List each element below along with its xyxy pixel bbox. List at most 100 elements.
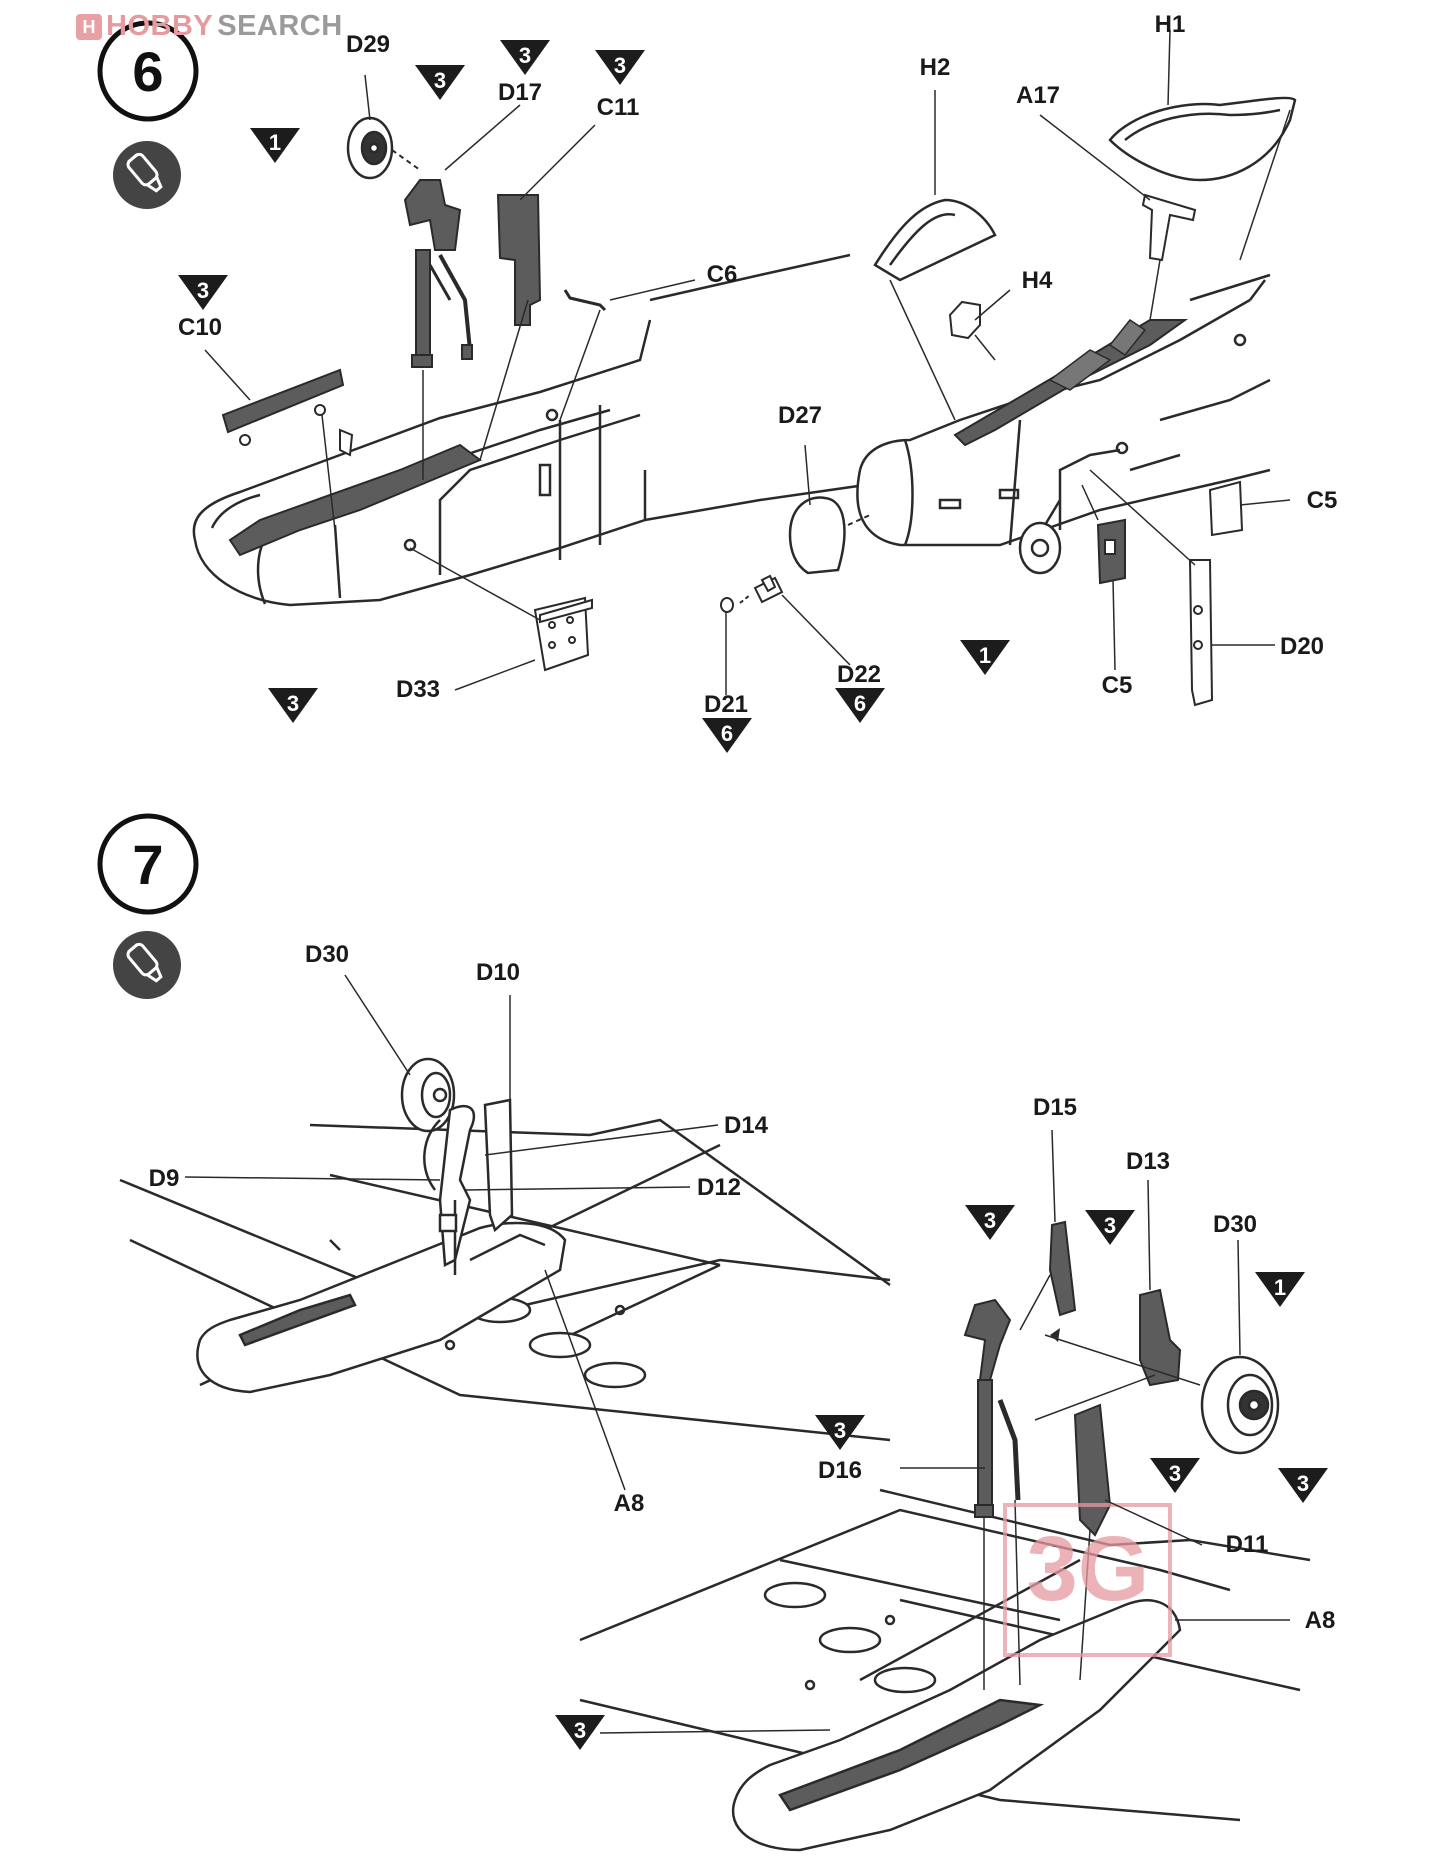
label-a17: A17: [1016, 82, 1060, 109]
leader-lines: [184, 29, 1291, 1734]
d16-main-gear-right: [963, 1298, 1021, 1518]
color-callout: 3: [268, 688, 318, 723]
label-d29: D29: [346, 31, 390, 58]
watermark-brand-right: SEARCH: [217, 10, 343, 42]
svg-text:3: 3: [574, 1718, 586, 1743]
label-d22: D22: [837, 661, 881, 688]
d29-wheel: [346, 116, 394, 180]
nacelle-right: [731, 1599, 1182, 1852]
label-d10: D10: [476, 959, 520, 986]
svg-text:3: 3: [1169, 1461, 1181, 1486]
color-callout: 1: [250, 128, 300, 163]
label-d16: D16: [818, 1457, 862, 1484]
label-d30-left: D30: [305, 941, 349, 968]
label-d9: D9: [149, 1165, 180, 1192]
h4-part: [948, 300, 981, 340]
svg-text:6: 6: [721, 721, 733, 746]
label-c11: C11: [597, 94, 640, 121]
color-callout: 3: [595, 50, 645, 85]
label-h2: H2: [920, 54, 951, 81]
d17-nose-gear-strut: [403, 179, 473, 368]
d11-gear-door-right: [1073, 1403, 1112, 1537]
label-d12: D12: [697, 1174, 741, 1201]
svg-text:3: 3: [1297, 1471, 1309, 1496]
label-d21: D21: [704, 691, 748, 718]
svg-text:3: 3: [834, 1418, 846, 1443]
label-d30-right: D30: [1213, 1211, 1257, 1238]
label-d15: D15: [1033, 1094, 1077, 1121]
step-7: 7: [97, 813, 1311, 1852]
svg-text:3: 3: [197, 278, 209, 303]
h2-windscreen: [873, 198, 997, 282]
color-callout: 3: [500, 40, 550, 75]
color-callout: 3: [1085, 1210, 1135, 1245]
svg-text:3: 3: [519, 43, 531, 68]
svg-text:1: 1: [269, 130, 281, 155]
c5-panel-upper: [1208, 480, 1244, 537]
step-6-number: 6: [132, 40, 163, 103]
label-d27: D27: [778, 402, 822, 429]
part-labels: D29 D17 C11 C6 C10 D33 H1 H2 A17 H4 D27 …: [149, 11, 1338, 1634]
label-d14: D14: [724, 1112, 769, 1139]
d20-part: [1188, 559, 1214, 707]
svg-text:3: 3: [984, 1208, 996, 1233]
label-d11: D11: [1226, 1531, 1269, 1558]
label-h1: H1: [1155, 11, 1186, 38]
color-callout: 3: [965, 1205, 1015, 1240]
color-callout: 3: [555, 1715, 605, 1750]
color-callout: 3: [1150, 1458, 1200, 1493]
hobby-search-logo-icon: H: [76, 13, 102, 40]
svg-text:3: 3: [1104, 1213, 1116, 1238]
a17-part: [1141, 193, 1197, 262]
label-h4: H4: [1022, 267, 1053, 294]
h1-canopy: [1108, 96, 1297, 182]
label-d17: D17: [498, 79, 542, 106]
step-7-number-badge: 7: [97, 813, 199, 915]
color-callout: 3: [815, 1415, 865, 1450]
c5-panel-lower: [1096, 518, 1126, 585]
label-c10: C10: [178, 314, 222, 341]
c10-part: [221, 368, 345, 446]
label-c6: C6: [707, 261, 738, 288]
label-c5-lower: C5: [1102, 672, 1133, 699]
c6-part: [563, 289, 607, 312]
fuselage-cockpit-right: [856, 273, 1271, 547]
color-callouts: 3 1 3 3 3 3 1: [178, 40, 1328, 1750]
color-callout: 6: [702, 718, 752, 753]
d22-part: [753, 574, 784, 604]
svg-text:1: 1: [1274, 1275, 1286, 1300]
step-6-number-badge: 6: [97, 20, 199, 122]
3g-stamp-text: 3G: [1027, 1518, 1150, 1620]
step-6: 6: [97, 20, 1297, 707]
svg-text:1: 1: [979, 643, 991, 668]
color-callout: 1: [960, 640, 1010, 675]
label-a8-right: A8: [1305, 1607, 1336, 1634]
d30-main-wheel-left: [400, 1057, 456, 1133]
glue-tube-icon: [111, 139, 183, 211]
label-a8-left: A8: [614, 1490, 645, 1517]
svg-text:6: 6: [854, 691, 866, 716]
d13-part: [1139, 1288, 1182, 1387]
d15-part: [1048, 1220, 1077, 1317]
cockpit-tub: [953, 318, 1189, 447]
d33-part: [533, 596, 593, 672]
svg-text:3: 3: [434, 68, 446, 93]
d21-part: [720, 597, 734, 613]
svg-text:3: 3: [614, 53, 626, 78]
glue-tube-icon: [111, 929, 183, 1001]
label-d13: D13: [1126, 1148, 1170, 1175]
d30-nose-wheel-installed: [1018, 499, 1062, 575]
label-d20: D20: [1280, 633, 1324, 660]
svg-text:3: 3: [287, 691, 299, 716]
3g-stamp-watermark: 3G: [1003, 1503, 1172, 1657]
d9-d12-main-gear-left: [423, 1104, 476, 1275]
step-7-number: 7: [132, 833, 163, 896]
d27-nose-cone: [788, 496, 846, 575]
color-callout: 3: [178, 275, 228, 310]
hobby-search-watermark: H HOBBY SEARCH: [76, 10, 343, 43]
nacelle-left: [196, 1221, 567, 1394]
watermark-brand-left: HOBBY: [106, 10, 214, 42]
nose-wheel-well-left: [228, 443, 482, 557]
